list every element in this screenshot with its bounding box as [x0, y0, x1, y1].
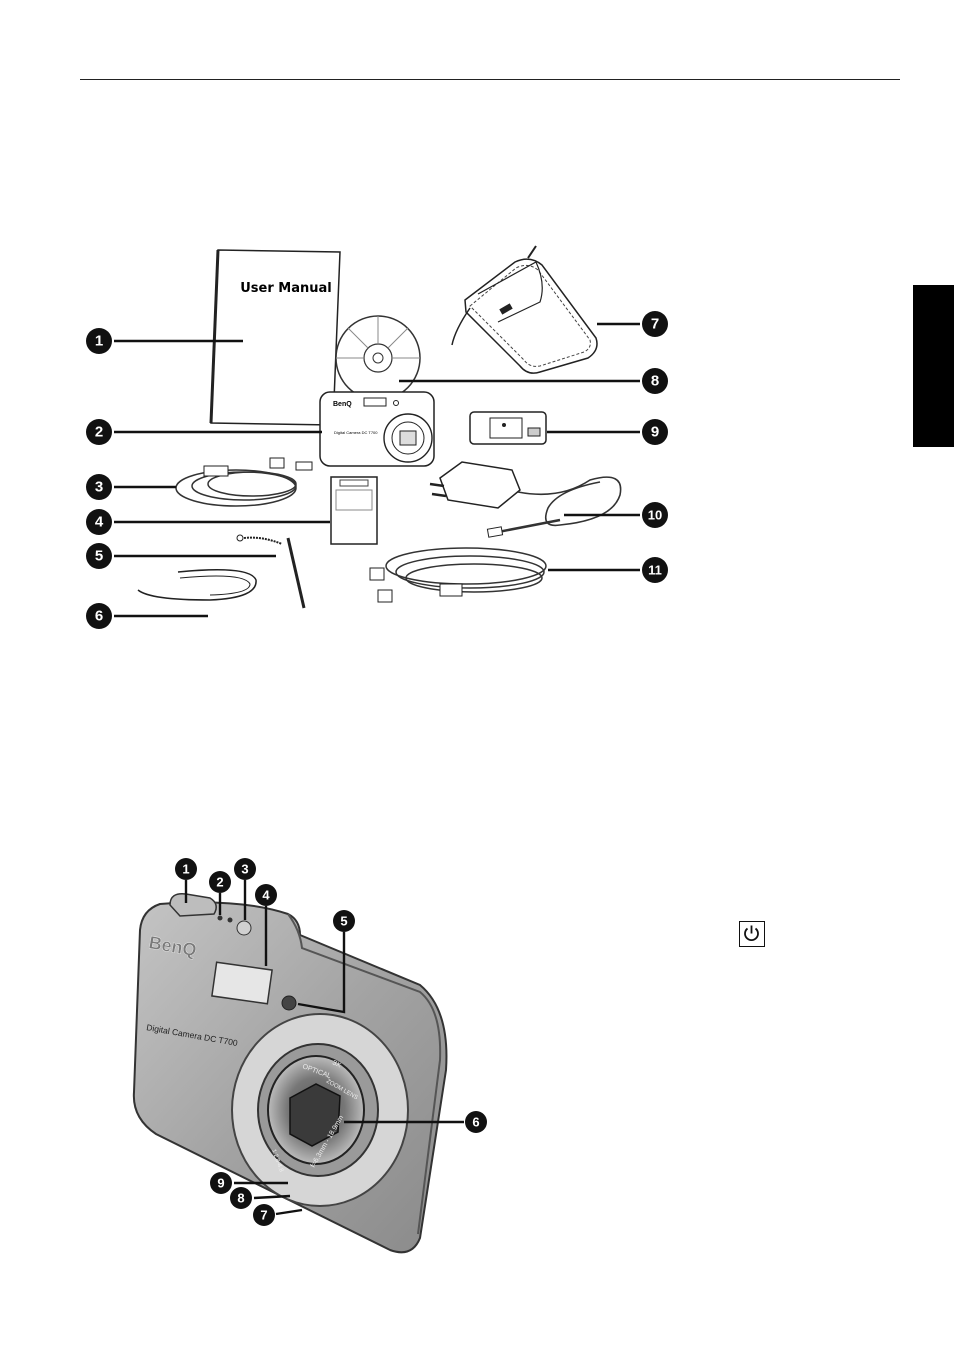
svg-text:1: 1 — [95, 333, 103, 350]
power-symbol-icon — [740, 922, 763, 945]
svg-text:2: 2 — [95, 424, 103, 441]
svg-text:1: 1 — [182, 862, 189, 877]
camera-callout-1: 1 — [175, 858, 197, 880]
stylus-illustration — [237, 535, 304, 608]
svg-text:4: 4 — [95, 514, 104, 531]
camera-callout-6: 6 — [465, 1111, 487, 1133]
package-camera-model: Digital Camera DC T700 — [334, 430, 378, 435]
svg-text:6: 6 — [95, 608, 103, 625]
camera-callout-2: 2 — [209, 871, 231, 893]
wrist-strap-illustration — [138, 570, 256, 600]
camera-callout-9: 9 — [210, 1172, 232, 1194]
svg-text:7: 7 — [651, 316, 659, 333]
camera-callout-7: 7 — [253, 1204, 275, 1226]
cd-illustration — [336, 316, 420, 400]
svg-text:8: 8 — [237, 1191, 244, 1206]
callout-9: 9 — [642, 419, 668, 445]
camera-front-figure: BenQ Digital Camera DC T700 OPTICAL 3X Z… — [0, 840, 954, 1270]
callout-11: 11 — [642, 557, 668, 583]
pouch-illustration — [452, 246, 597, 373]
camera-small-illustration: BenQ Digital Camera DC T700 — [320, 392, 434, 466]
battery-illustration — [331, 477, 377, 544]
camera-callout-8: 8 — [230, 1187, 252, 1209]
callout-10: 10 — [642, 502, 668, 528]
camera-callout-4: 4 — [255, 884, 277, 906]
svg-text:2: 2 — [216, 875, 223, 890]
manual-title: User Manual — [240, 281, 332, 296]
svg-text:9: 9 — [651, 424, 659, 441]
callout-5: 5 — [86, 543, 112, 569]
svg-text:10: 10 — [648, 508, 662, 523]
svg-text:6: 6 — [472, 1115, 479, 1130]
callout-2: 2 — [86, 419, 112, 445]
callout-6: 6 — [86, 603, 112, 629]
svg-text:4: 4 — [262, 888, 270, 903]
svg-text:7: 7 — [260, 1208, 267, 1223]
svg-text:8: 8 — [651, 373, 659, 390]
power-adapter-illustration — [430, 462, 621, 537]
package-camera-brand: BenQ — [333, 401, 352, 408]
callout-7: 7 — [642, 311, 668, 337]
charger-illustration — [470, 412, 546, 444]
callout-1: 1 — [86, 328, 112, 354]
svg-text:11: 11 — [648, 563, 662, 578]
camera-lens: OPTICAL 3X ZOOM LENS f=6.3mm - 18.9mm 1:… — [232, 1014, 408, 1206]
callout-8: 8 — [642, 368, 668, 394]
callout-4: 4 — [86, 509, 112, 535]
camera-callout-3: 3 — [234, 858, 256, 880]
svg-text:9: 9 — [217, 1176, 224, 1191]
svg-text:3: 3 — [241, 862, 248, 877]
av-cable-illustration — [370, 548, 546, 602]
power-icon — [739, 921, 765, 947]
callout-3: 3 — [86, 474, 112, 500]
svg-text:5: 5 — [95, 548, 103, 565]
camera-callout-5: 5 — [333, 910, 355, 932]
package-contents-figure: User Manual BenQ Digital Camera DC T700 — [0, 0, 954, 660]
usb-cable-illustration — [176, 458, 312, 506]
svg-text:3: 3 — [95, 479, 103, 496]
svg-text:5: 5 — [340, 914, 347, 929]
